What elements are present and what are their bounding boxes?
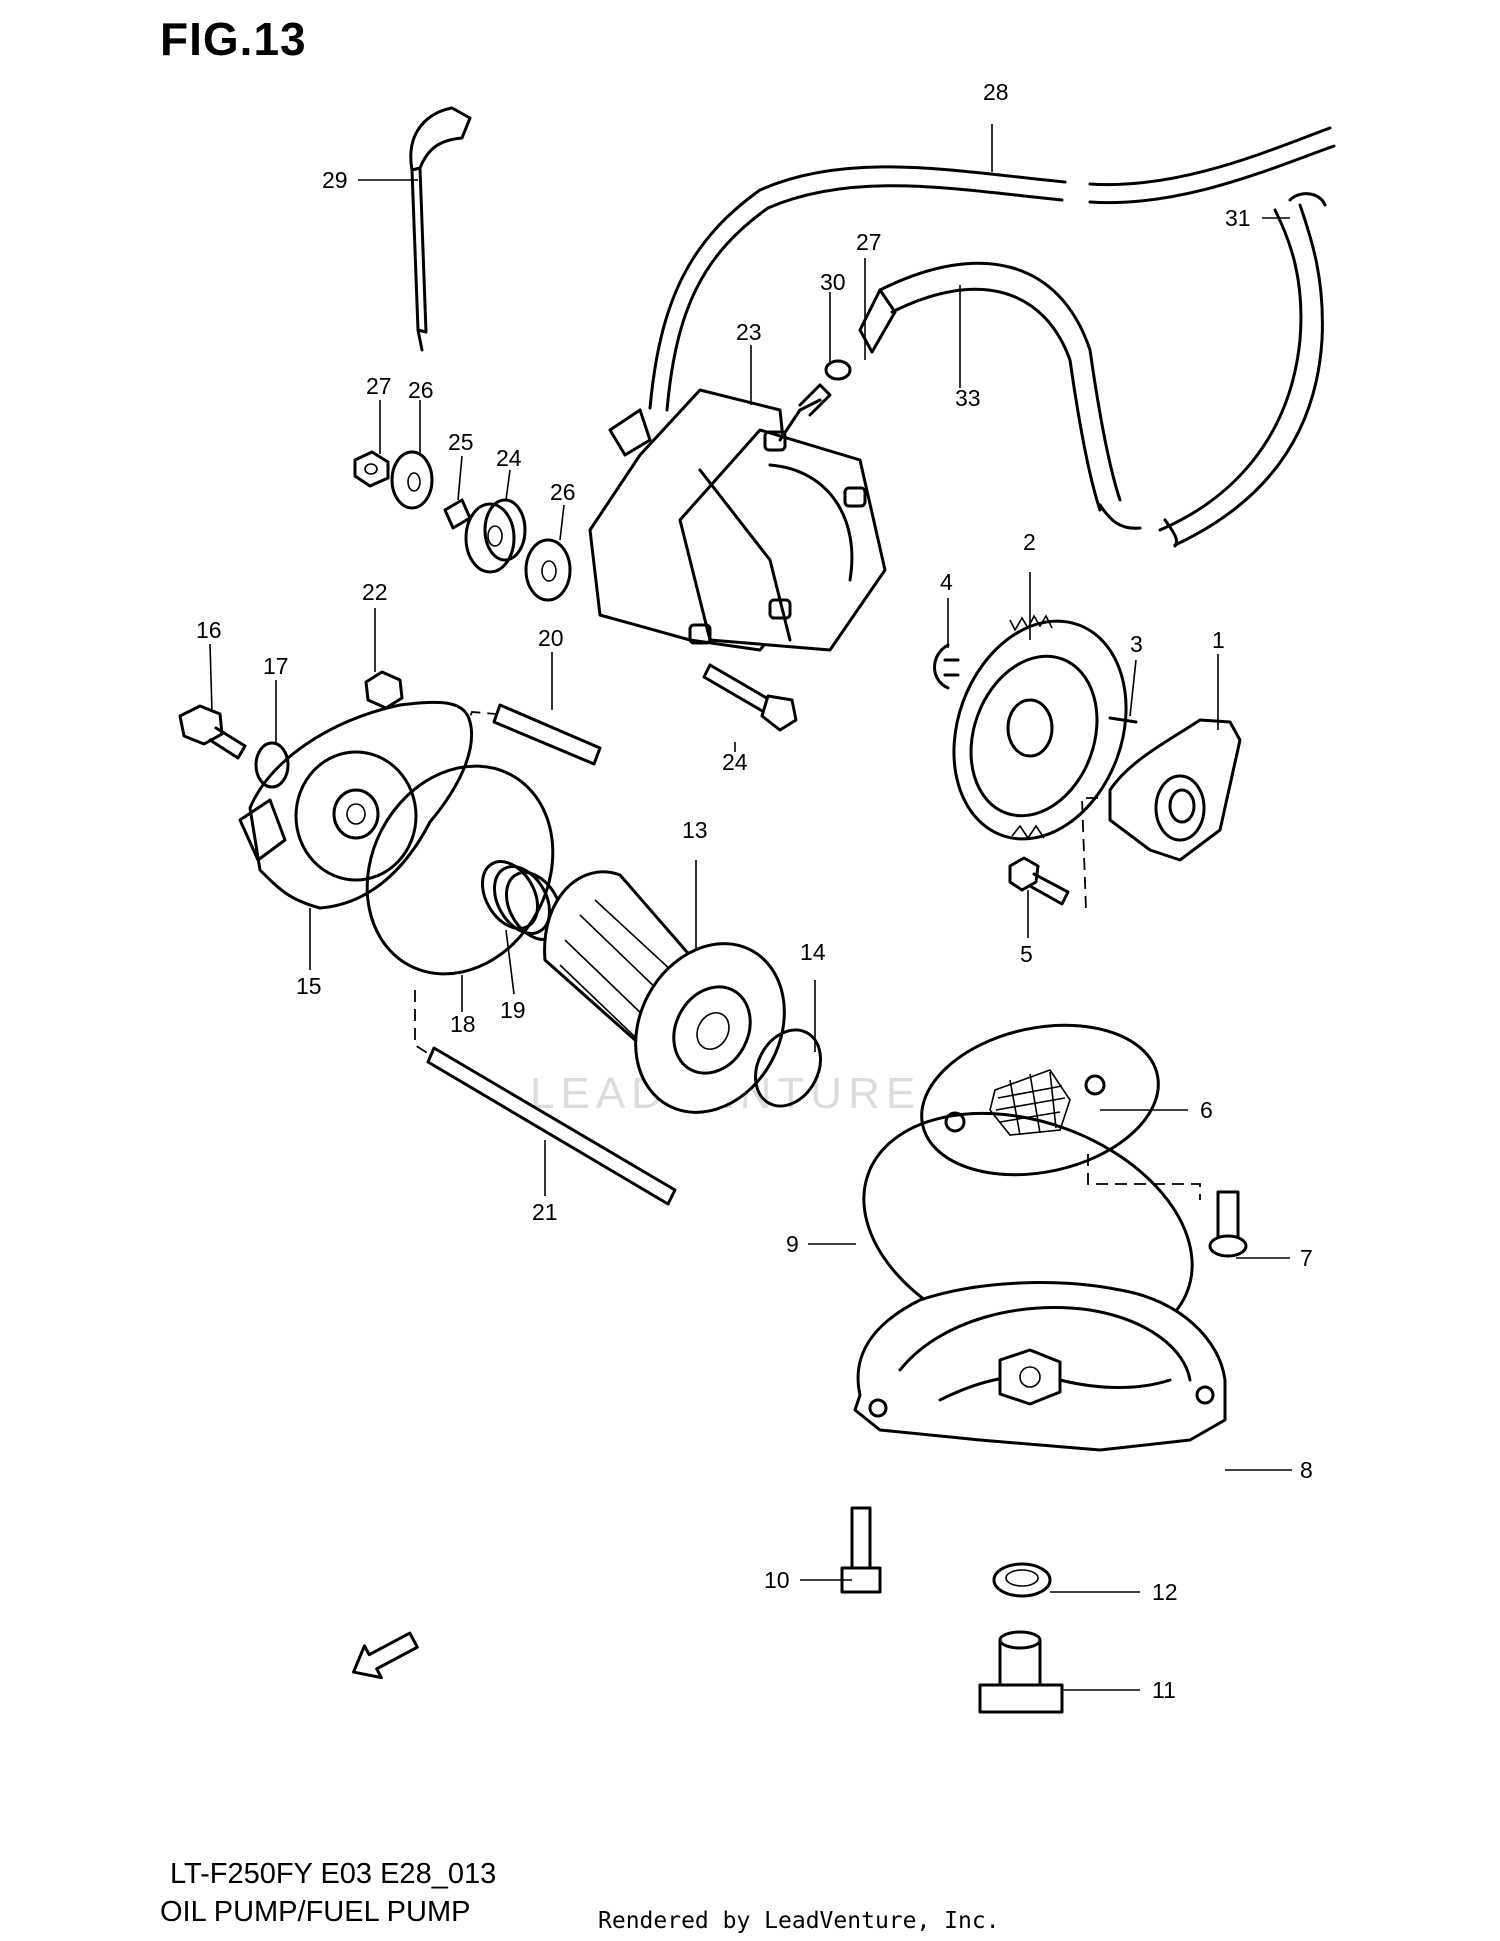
callout-24: 24 <box>722 749 748 775</box>
pin-3 <box>1108 716 1138 724</box>
callout-9: 9 <box>786 1231 799 1257</box>
callout-26: 25 <box>448 429 474 455</box>
callout-22: 22 <box>362 579 388 605</box>
section-title: OIL PUMP/FUEL PUMP <box>160 1896 471 1928</box>
bolt-24 <box>702 663 798 732</box>
e-clip-4 <box>933 643 960 690</box>
fuel-hose-30 <box>648 126 1336 412</box>
callout-14: 14 <box>800 939 826 965</box>
callout-18: 18 <box>450 1011 476 1037</box>
oil-strainer-6 <box>920 1023 1160 1177</box>
bolt-10 <box>840 1506 882 1594</box>
callout-28: 27 <box>366 373 392 399</box>
callout-7: 7 <box>1300 1245 1313 1271</box>
nut-28 <box>353 450 390 488</box>
oil-sump-8 <box>853 1281 1227 1452</box>
washer-27a <box>390 450 434 510</box>
washer-27b <box>524 538 572 602</box>
o-ring-14 <box>754 1028 822 1108</box>
grommet-25 <box>464 498 527 574</box>
stud-20 <box>492 703 602 766</box>
callout-31-left: 30 <box>820 269 846 295</box>
callout-31-right: 31 <box>1225 205 1251 231</box>
hose-clamp-31b <box>1288 192 1327 207</box>
figure-title: FIG.13 <box>160 13 307 65</box>
callout-15: 15 <box>296 973 322 999</box>
callout-33: 33 <box>955 385 981 411</box>
callout-32: 29 <box>322 167 348 193</box>
bolt-16 <box>178 704 247 760</box>
callout-27-a: 26 <box>408 377 434 403</box>
callout-21: 21 <box>532 1199 558 1225</box>
callout-12: 12 <box>1152 1579 1178 1605</box>
callout-10: 10 <box>764 1567 790 1593</box>
callout-20: 20 <box>538 625 564 651</box>
model-code: LT-F250FY E03 E28_013 <box>170 1858 497 1890</box>
callout-2: 2 <box>1023 529 1036 555</box>
callout-11: 11 <box>1152 1677 1176 1703</box>
callout-27-b: 26 <box>550 479 576 505</box>
nut-22 <box>364 670 404 710</box>
callout-6: 6 <box>1200 1097 1213 1123</box>
oil-filter-cap-15 <box>238 700 474 910</box>
callout-19: 19 <box>500 997 526 1023</box>
callout-5: 5 <box>1020 941 1033 967</box>
bolt-7 <box>1208 1190 1248 1258</box>
fuel-pump-23 <box>588 383 887 652</box>
callout-17: 17 <box>263 653 289 679</box>
collar-26 <box>443 498 472 530</box>
fuel-hose-33 <box>858 203 1324 548</box>
hose-clamp-31a <box>824 359 852 381</box>
callout-8: 8 <box>1300 1457 1313 1483</box>
screw-5-alignment <box>1081 797 1098 911</box>
stud-21-alignment <box>414 990 433 1057</box>
callout-13: 13 <box>682 817 708 843</box>
callout-1: 1 <box>1212 627 1225 653</box>
callout-25: 24 <box>496 445 522 471</box>
callout-23: 23 <box>736 319 762 345</box>
spring-19 <box>481 860 563 941</box>
stud-21 <box>426 1046 677 1206</box>
washer-12 <box>992 1562 1052 1598</box>
oil-filter-13 <box>543 870 786 1114</box>
callout-4: 4 <box>940 569 953 595</box>
bolt-7-alignment <box>1087 1154 1201 1200</box>
screw-5 <box>1008 856 1070 906</box>
drain-plug-11 <box>978 1630 1064 1714</box>
callout-30: 28 <box>983 79 1009 105</box>
oil-pump-gear-2 <box>952 614 1128 841</box>
washer-17 <box>254 741 290 789</box>
callout-16: 16 <box>196 617 222 643</box>
oil-pump-1 <box>1108 718 1242 862</box>
render-credit: Rendered by LeadVenture, Inc. <box>598 1908 1000 1934</box>
cable-tie-32 <box>409 106 472 352</box>
forward-arrow-icon: FWD <box>352 1631 419 1680</box>
callout-29: 27 <box>856 229 882 255</box>
callout-3: 3 <box>1130 631 1143 657</box>
